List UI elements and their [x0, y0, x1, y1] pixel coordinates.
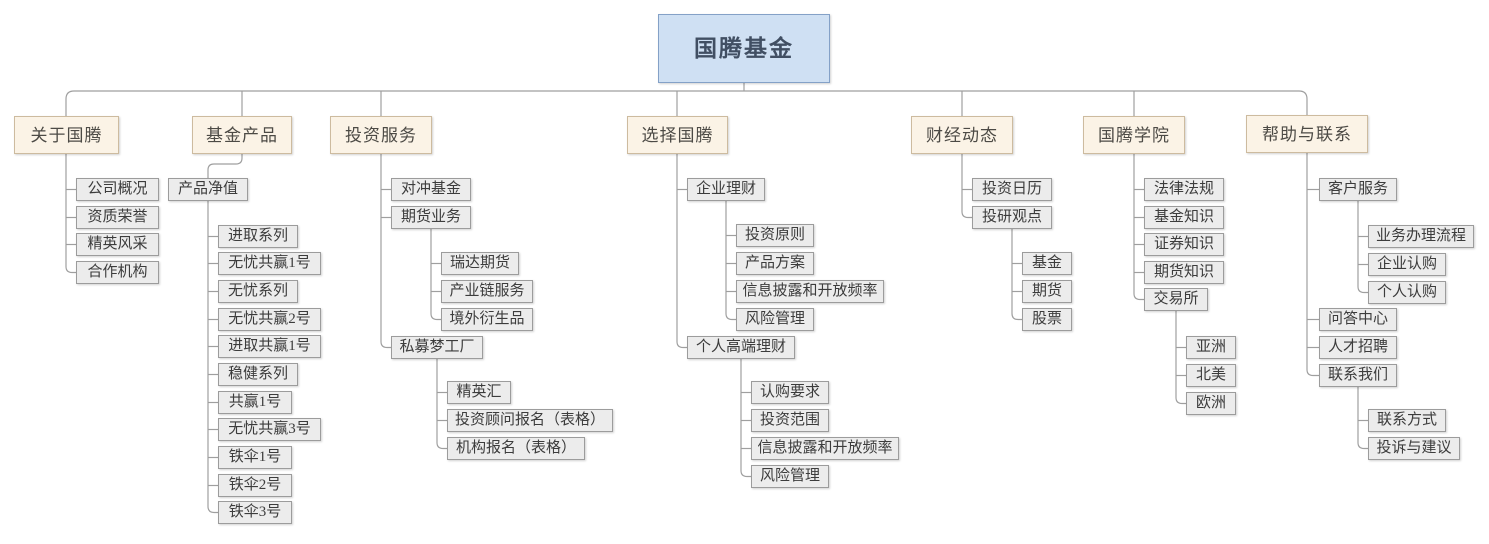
- node-industry-chain-service: 产业链服务: [441, 280, 533, 303]
- node-elite-style: 精英风采: [76, 233, 159, 256]
- node-guoteng-fund: 国腾基金: [658, 14, 830, 83]
- node-overseas-derivatives: 境外衍生品: [441, 308, 533, 331]
- node-futures-knowledge: 期货知识: [1144, 261, 1224, 284]
- node-exchanges: 交易所: [1144, 288, 1208, 311]
- node-tiesan-3: 铁伞3号: [218, 501, 292, 524]
- node-wenjian-series: 稳健系列: [218, 363, 298, 386]
- node-wuyou-series: 无忧系列: [218, 280, 298, 303]
- node-risk-management-personal: 风险管理: [751, 465, 829, 488]
- node-private-dream-factory: 私募梦工厂: [391, 336, 483, 359]
- node-personal-subscription: 个人认购: [1368, 281, 1446, 304]
- section-fund-products: 基金产品: [192, 116, 292, 154]
- node-tiesan-1: 铁伞1号: [218, 446, 292, 469]
- node-investment-principles: 投资原则: [736, 224, 814, 247]
- section-financial-news: 财经动态: [911, 116, 1013, 154]
- node-customer-service: 客户服务: [1319, 178, 1397, 201]
- node-disclosure-frequency-personal: 信息披露和开放频率: [751, 437, 899, 460]
- node-asia: 亚洲: [1186, 336, 1236, 359]
- node-corporate-subscription: 企业认购: [1368, 253, 1446, 276]
- node-north-america: 北美: [1186, 364, 1236, 387]
- node-institution-signup-form: 机构报名（表格）: [447, 437, 585, 460]
- section-investment-services: 投资服务: [330, 116, 432, 154]
- node-tiesan-2: 铁伞2号: [218, 474, 292, 497]
- node-laws-regulations: 法律法规: [1144, 178, 1224, 201]
- node-company-overview: 公司概况: [76, 178, 159, 201]
- node-europe: 欧洲: [1186, 392, 1236, 415]
- node-corporate-finance: 企业理财: [687, 178, 765, 201]
- node-product-plans: 产品方案: [736, 252, 814, 275]
- node-research-views: 投研观点: [972, 206, 1052, 229]
- node-personal-wealth: 个人高端理财: [687, 336, 795, 359]
- node-partners: 合作机构: [76, 261, 159, 284]
- node-qa-center: 问答中心: [1319, 308, 1397, 331]
- section-about-guoteng: 关于国腾: [14, 116, 119, 154]
- node-risk-management-corp: 风险管理: [736, 308, 814, 331]
- node-gongying-1: 共赢1号: [218, 391, 292, 414]
- section-help-contact: 帮助与联系: [1246, 115, 1368, 153]
- node-disclosure-frequency-corp: 信息披露和开放频率: [736, 280, 884, 303]
- node-wuyou-gongying-1: 无忧共赢1号: [218, 252, 321, 275]
- node-qualifications-honors: 资质荣誉: [76, 206, 159, 229]
- node-contact-info: 联系方式: [1368, 409, 1446, 432]
- node-wuyou-gongying-3: 无忧共赢3号: [218, 418, 321, 441]
- node-jinqu-series: 进取系列: [218, 225, 298, 248]
- node-investment-calendar: 投资日历: [972, 178, 1052, 201]
- node-ruida-futures: 瑞达期货: [441, 252, 519, 275]
- node-wuyou-gongying-2: 无忧共赢2号: [218, 308, 321, 331]
- node-research-futures: 期货: [1022, 280, 1072, 303]
- node-futures-business: 期货业务: [391, 206, 471, 229]
- node-advisor-signup-form: 投资顾问报名（表格）: [447, 409, 613, 432]
- node-research-fund: 基金: [1022, 252, 1072, 275]
- section-guoteng-academy: 国腾学院: [1083, 116, 1185, 154]
- node-complaints-suggestions: 投诉与建议: [1368, 437, 1460, 460]
- section-choose-guoteng: 选择国腾: [627, 116, 728, 154]
- node-hedge-fund: 对冲基金: [391, 178, 471, 201]
- node-research-stocks: 股票: [1022, 308, 1072, 331]
- node-jinqu-gongying-1: 进取共赢1号: [218, 335, 321, 358]
- node-elite-hub: 精英汇: [447, 381, 511, 404]
- node-fund-knowledge: 基金知识: [1144, 206, 1224, 229]
- node-subscription-requirements: 认购要求: [751, 381, 829, 404]
- node-investment-scope: 投资范围: [751, 409, 829, 432]
- node-securities-knowledge: 证券知识: [1144, 233, 1224, 256]
- node-business-process: 业务办理流程: [1368, 225, 1474, 248]
- node-contact-us: 联系我们: [1319, 364, 1397, 387]
- node-recruitment: 人才招聘: [1319, 336, 1397, 359]
- node-product-net-value: 产品净值: [168, 178, 248, 201]
